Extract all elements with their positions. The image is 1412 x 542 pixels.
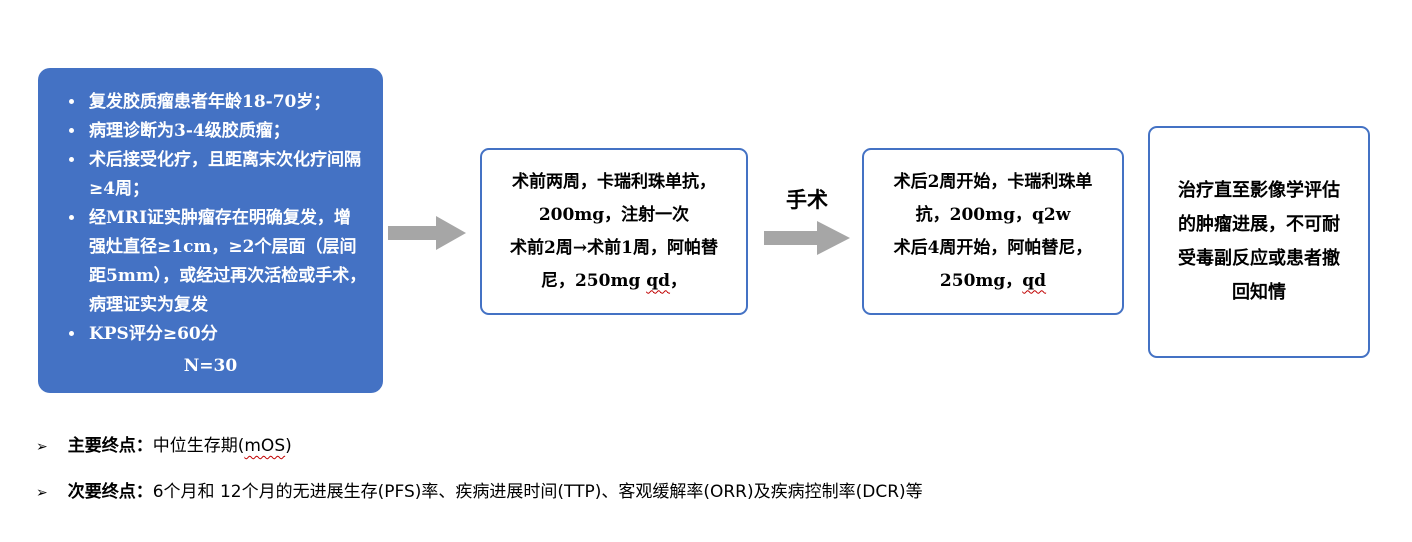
postsurgery-line-4-pre: 250mg， xyxy=(939,270,1023,291)
criteria-item: KPS评分≥60分 xyxy=(86,320,367,349)
secondary-endpoint-line: ➢ 次要终点：6个月和 12个月的无进展生存(PFS)率、疾病进展时间(TTP)、… xyxy=(36,480,923,505)
duration-line-1: 治疗直至影像学评估 xyxy=(1178,180,1340,201)
presurgery-line-2: 200mg，注射一次 xyxy=(538,204,690,225)
presurgery-line-3: 术前2周→术前1周，阿帕替 xyxy=(510,237,718,258)
secondary-endpoint-text: 6个月和 12个月的无进展生存(PFS)率、疾病进展时间(TTP)、客观缓解率(… xyxy=(152,482,923,502)
presurgery-line-4: 尼，250mg qd， xyxy=(482,265,746,298)
postsurgery-qd-term: qd xyxy=(1022,270,1047,291)
duration-line-4: 回知情 xyxy=(1232,282,1286,303)
criteria-list: 复发胶质瘤患者年龄18-70岁； 病理诊断为3-4级胶质瘤； 术后接受化疗，且距… xyxy=(86,88,367,349)
postsurgery-treatment-box: 术后2周开始，卡瑞利珠单 抗，200mg，q2w 术后4周开始，阿帕替尼， 25… xyxy=(862,148,1124,315)
sample-size-label: N=30 xyxy=(183,356,238,376)
criteria-item: 经MRI证实肿瘤存在明确复发，增强灶直径≥1cm，≥2个层面（层间距5mm），或… xyxy=(86,204,367,320)
flow-right-arrow-icon xyxy=(764,221,850,255)
presurgery-line-1: 术前两周，卡瑞利珠单抗， xyxy=(512,171,716,192)
mos-term: mOS xyxy=(244,436,286,456)
presurgery-line-4-pre: 尼，250mg xyxy=(540,270,647,291)
criteria-item: 病理诊断为3-4级胶质瘤； xyxy=(86,117,367,146)
postsurgery-line-1: 术后2周开始，卡瑞利珠单 xyxy=(893,171,1093,192)
postsurgery-line-3: 术后4周开始，阿帕替尼， xyxy=(893,237,1093,258)
primary-endpoint-text-close: ) xyxy=(285,436,292,456)
postsurgery-line-2: 抗，200mg，q2w xyxy=(915,204,1071,225)
primary-endpoint-text: 中位生存期( xyxy=(152,436,245,456)
presurgery-qd-term: qd xyxy=(646,270,671,291)
arrow-bullet-icon: ➢ xyxy=(36,439,48,455)
secondary-endpoint-label: 次要终点： xyxy=(67,482,153,502)
flow-right-arrow-icon xyxy=(388,216,466,250)
presurgery-treatment-box: 术前两周，卡瑞利珠单抗， 200mg，注射一次 术前2周→术前1周，阿帕替 尼，… xyxy=(480,148,748,315)
inclusion-criteria-box: 复发胶质瘤患者年龄18-70岁； 病理诊断为3-4级胶质瘤； 术后接受化疗，且距… xyxy=(38,68,383,393)
duration-line-3: 受毒副反应或患者撤 xyxy=(1178,248,1340,269)
surgery-step-label: 手术 xyxy=(786,187,828,212)
criteria-item: 复发胶质瘤患者年龄18-70岁； xyxy=(86,88,367,117)
criteria-item: 术后接受化疗，且距离末次化疗间隔≥4周； xyxy=(86,146,367,204)
presurgery-line-4-post: ， xyxy=(670,270,688,291)
primary-endpoint-line: ➢ 主要终点：中位生存期(mOS) xyxy=(36,434,292,459)
arrow-bullet-icon: ➢ xyxy=(36,485,48,501)
postsurgery-line-4: 250mg，qd xyxy=(864,265,1122,298)
treatment-duration-box: 治疗直至影像学评估 的肿瘤进展，不可耐 受毒副反应或患者撤 回知情 xyxy=(1148,126,1370,358)
duration-line-2: 的肿瘤进展，不可耐 xyxy=(1178,214,1340,235)
primary-endpoint-label: 主要终点： xyxy=(67,436,153,456)
